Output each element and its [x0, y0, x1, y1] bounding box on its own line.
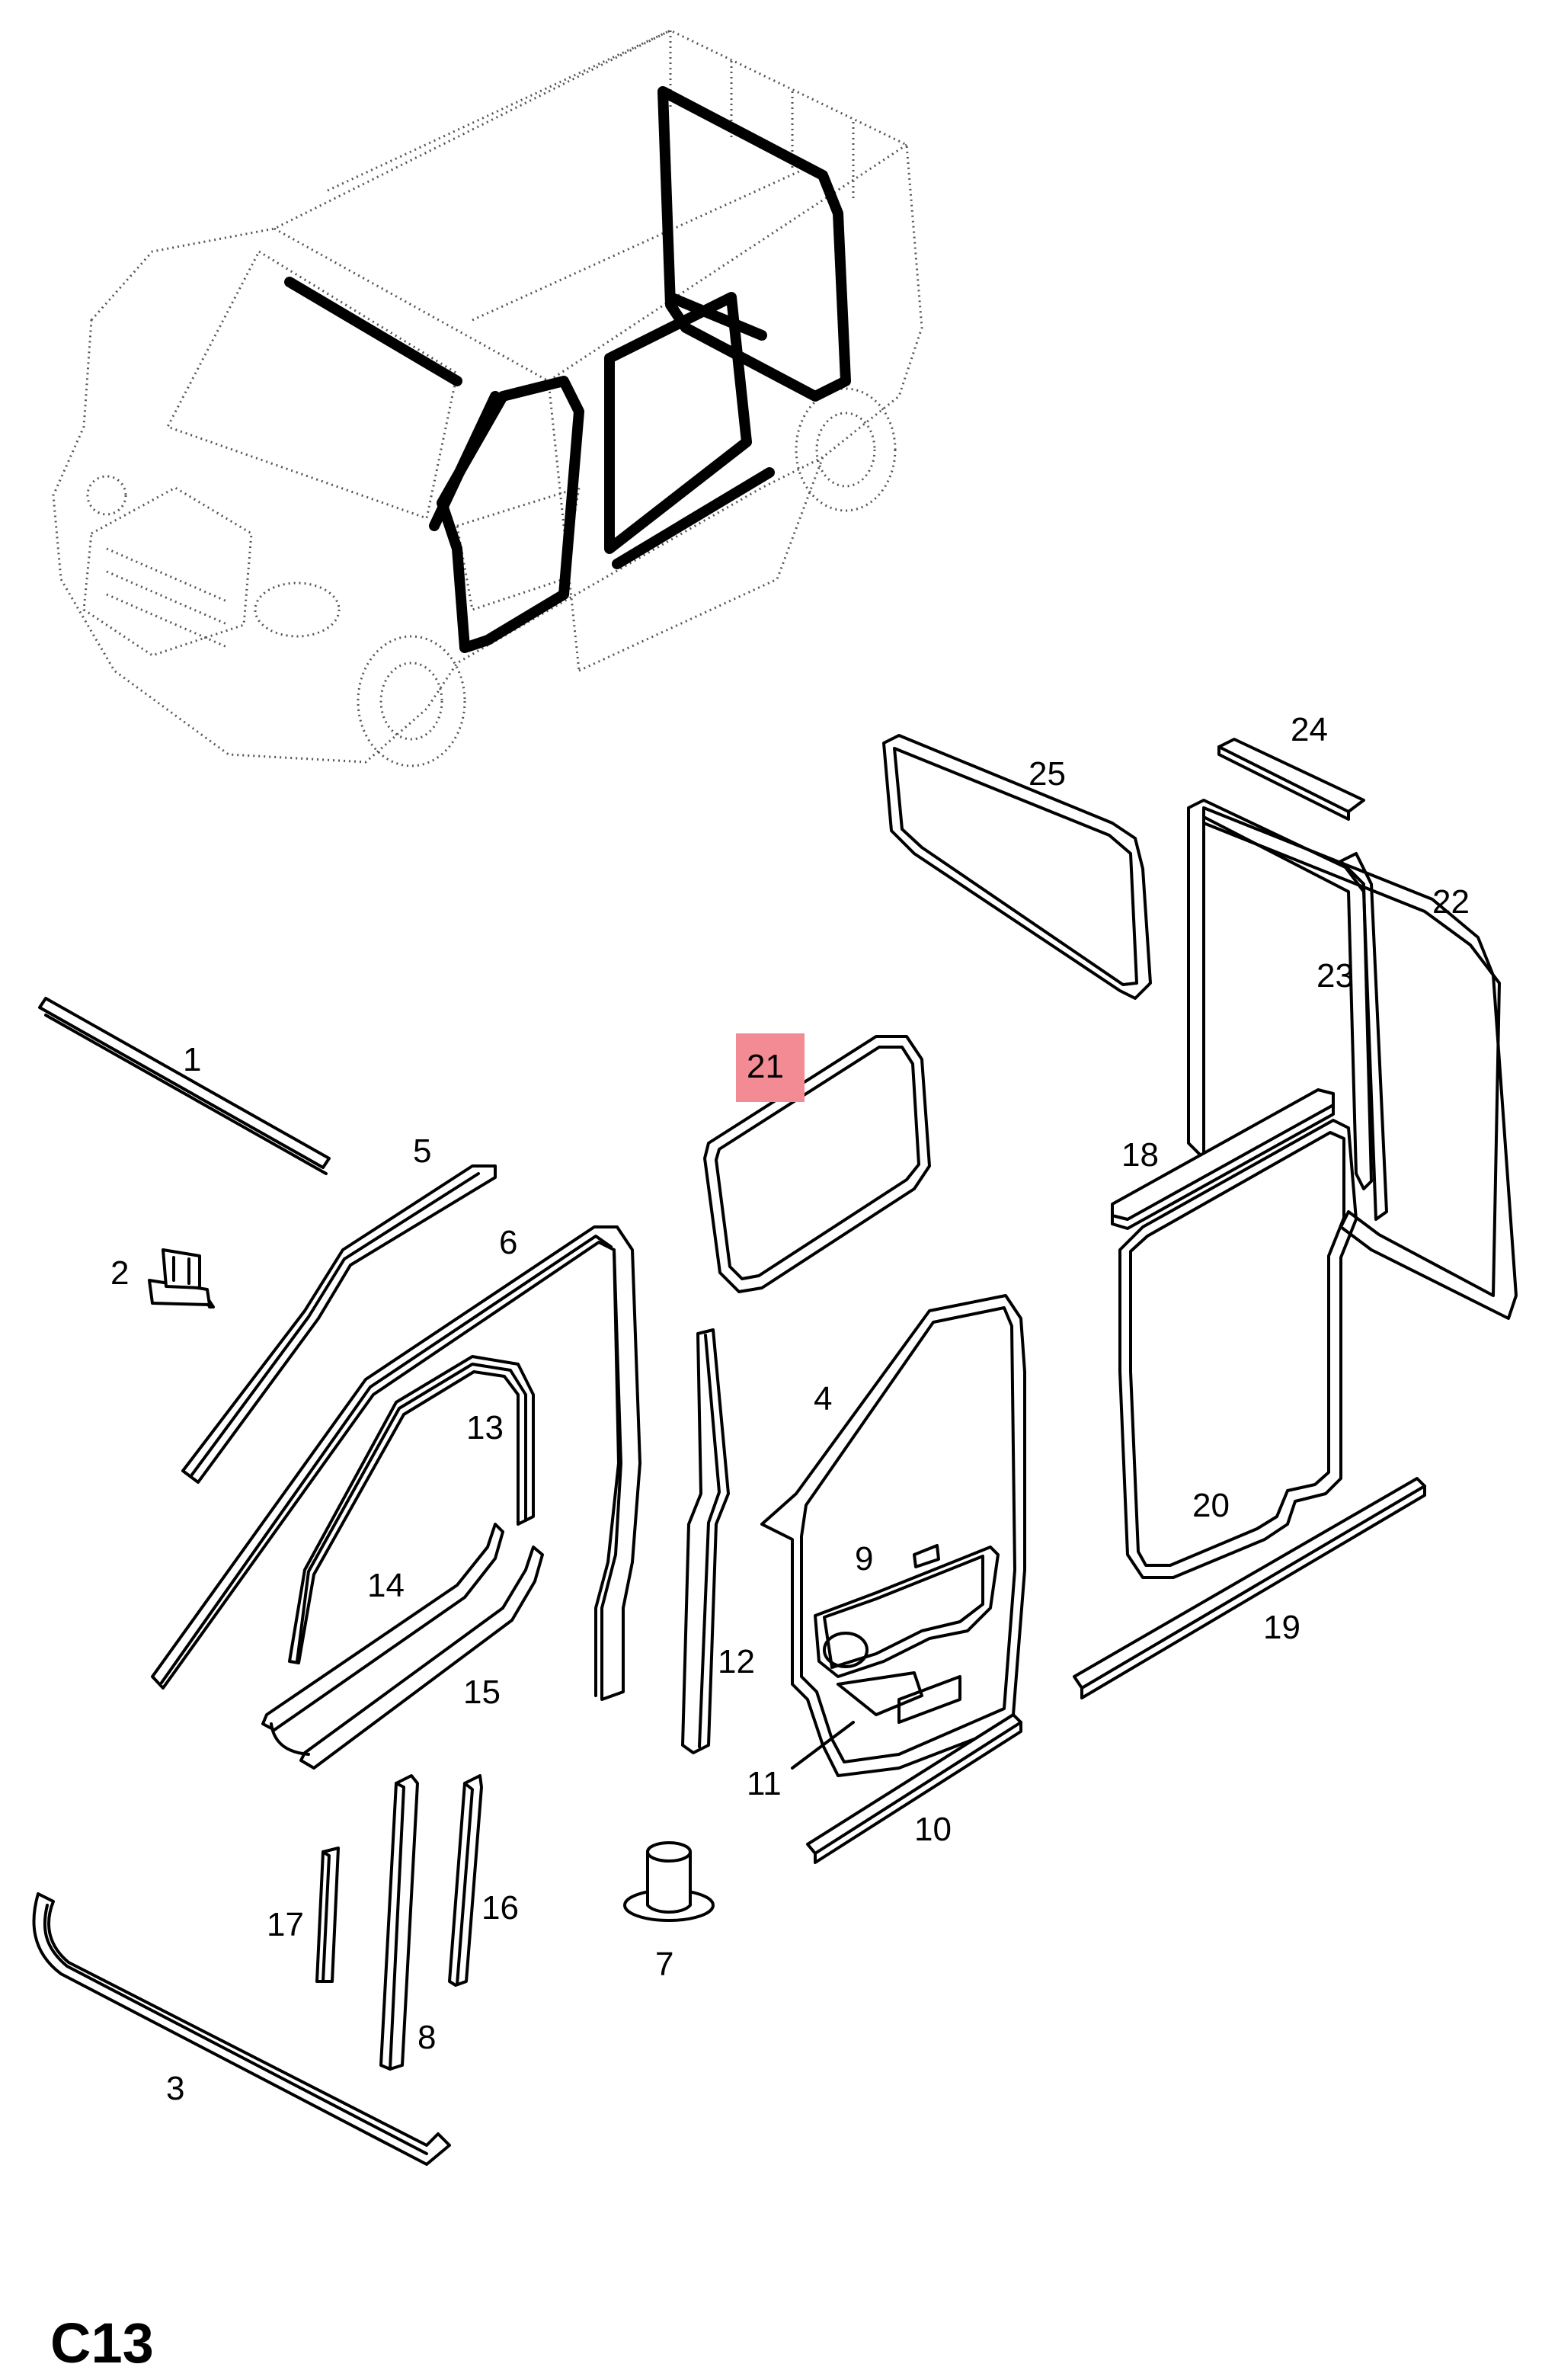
- callout-18: 18: [1121, 1136, 1159, 1174]
- highlight-box-21: [736, 1033, 805, 1102]
- part-1-windshield-seal: [38, 997, 331, 1175]
- callout-22: 22: [1432, 883, 1470, 921]
- part-15-sill-seal: [299, 1546, 544, 1770]
- part-2-clip: [148, 1248, 215, 1309]
- part-25-rear-window-seal: [882, 734, 1152, 1000]
- callout-8: 8: [417, 2019, 436, 2056]
- callout-3: 3: [166, 2070, 184, 2107]
- part-4-front-door-seal: [760, 1294, 1026, 1777]
- part-20-sliding-door-seal: [1118, 1119, 1358, 1579]
- callout-11: 11: [747, 1765, 782, 1802]
- callout-19: 19: [1263, 1609, 1300, 1646]
- callout-14: 14: [367, 1567, 405, 1604]
- van-illustration: [52, 29, 923, 767]
- callout-1: 1: [183, 1041, 201, 1078]
- callout-7: 7: [655, 1946, 673, 1983]
- callout-9: 9: [855, 1540, 873, 1578]
- part-12-pillar-seal: [681, 1328, 730, 1754]
- callout-15: 15: [463, 1674, 501, 1711]
- callout-10: 10: [914, 1811, 952, 1848]
- part-3-lower-seal: [32, 1892, 451, 2166]
- callout-4: 4: [814, 1380, 832, 1417]
- rear-door-seal-highlight: [657, 86, 851, 402]
- part-5-pillar-strip: [181, 1164, 497, 1484]
- part-7-plug: [623, 1841, 715, 1922]
- callout-17: 17: [267, 1906, 304, 1943]
- callout-2: 2: [110, 1254, 129, 1292]
- part-14-sill-seal: [261, 1523, 504, 1731]
- part-6-door-frame-seal: [151, 1225, 641, 1701]
- callout-25: 25: [1029, 755, 1066, 793]
- part-9-door-panel: [814, 1544, 1000, 1724]
- part-21-window-seal: [703, 1035, 931, 1293]
- part-24-pad: [1217, 738, 1365, 813]
- part-13-window-run: [288, 1355, 535, 1664]
- sliding-door-seal-highlight: [604, 292, 752, 554]
- diagram-code: C13: [50, 2311, 154, 2375]
- part-8-strip: [379, 1774, 419, 2071]
- callout-24: 24: [1291, 711, 1328, 748]
- callout-16: 16: [481, 1889, 519, 1927]
- windshield-seal-highlight: [284, 277, 462, 386]
- callout-21: 21: [747, 1048, 784, 1085]
- callout-23: 23: [1316, 957, 1354, 995]
- sliding-door-track-highlight: [612, 467, 775, 569]
- rear-seal-inner-highlight: [665, 292, 767, 341]
- front-door-seal-highlight: [437, 376, 584, 653]
- part-11-leader: [791, 1721, 855, 1770]
- callout-13: 13: [466, 1409, 504, 1446]
- callout-12: 12: [718, 1643, 755, 1680]
- callout-6: 6: [499, 1224, 517, 1261]
- callout-5: 5: [413, 1132, 431, 1170]
- callout-20: 20: [1192, 1487, 1230, 1524]
- front-pillar-seal-highlight: [429, 391, 501, 531]
